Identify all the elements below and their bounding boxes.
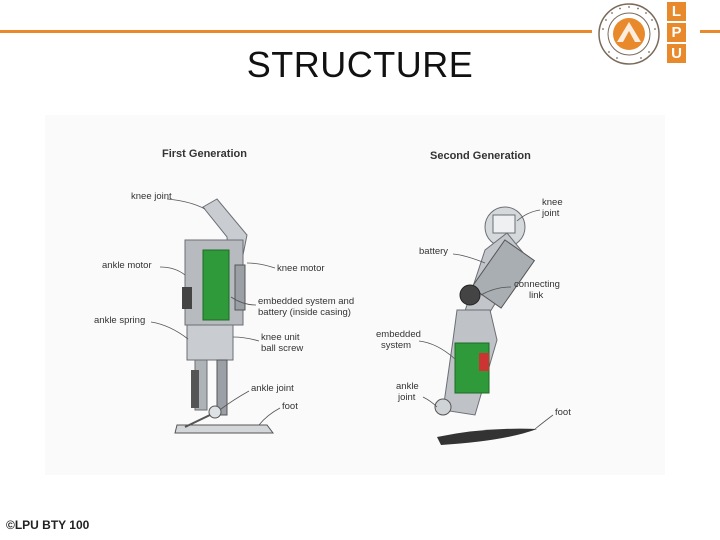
logo-letter-u: U xyxy=(667,44,686,63)
label-embedded-sg-2: system xyxy=(381,340,411,351)
label-link: link xyxy=(529,290,544,301)
label-foot-first: foot xyxy=(282,401,298,412)
university-seal-logo xyxy=(598,3,660,65)
label-knee-joint: knee joint xyxy=(131,191,172,202)
arrow-ankle-sg xyxy=(422,396,438,408)
label-ankle-sg-2: joint xyxy=(397,392,416,403)
label-knee-unit-1: knee unit xyxy=(261,332,300,343)
arrow-ankle-spring xyxy=(150,321,189,340)
arrow-knee-motor xyxy=(246,262,276,269)
label-ankle-spring: ankle spring xyxy=(94,315,145,326)
label-knee-unit-2: ball screw xyxy=(261,343,303,354)
label-knee-2: knee xyxy=(542,197,563,208)
prosthesis-structure-figure: First Generation knee joint ankle motor … xyxy=(45,115,665,475)
label-connecting: connecting xyxy=(514,279,560,290)
slide-footer: ©LPU BTY 100 xyxy=(6,518,90,532)
arrow-knee-unit xyxy=(232,336,260,342)
arrow-battery xyxy=(452,253,486,264)
first-generation-title: First Generation xyxy=(162,148,247,160)
label-battery: battery xyxy=(419,246,448,257)
first-gen-device xyxy=(174,198,274,434)
arrow-foot-second xyxy=(534,414,554,430)
label-knee-motor: knee motor xyxy=(277,263,325,274)
logo-letter-p: P xyxy=(667,23,686,42)
header-rule xyxy=(0,30,592,33)
arrow-knee-joint xyxy=(166,198,206,210)
label-foot-second: foot xyxy=(555,407,571,418)
label-embedded-sg-1: embedded xyxy=(376,329,421,340)
slide-title: STRUCTURE xyxy=(246,44,474,85)
label-embedded-1: embedded system and xyxy=(258,296,354,307)
arrow-ankle-motor xyxy=(159,266,186,276)
second-gen-device xyxy=(434,206,537,445)
header-rule-right xyxy=(700,30,720,33)
arrow-knee-2 xyxy=(516,209,541,222)
arrow-embedded-sg xyxy=(418,340,456,360)
arrow-connecting xyxy=(480,286,512,296)
arrow-ankle-joint xyxy=(220,390,250,410)
arrow-embedded xyxy=(230,296,257,306)
label-embedded-2: battery (inside casing) xyxy=(258,307,351,318)
label-ankle-motor: ankle motor xyxy=(102,260,152,271)
label-ankle-sg-1: ankle xyxy=(396,381,419,392)
second-generation-title: Second Generation xyxy=(430,150,531,162)
label-joint-2: joint xyxy=(541,208,560,219)
arrow-foot-first xyxy=(258,407,281,426)
label-ankle-joint: ankle joint xyxy=(251,383,294,394)
logo-letter-l: L xyxy=(667,2,686,21)
